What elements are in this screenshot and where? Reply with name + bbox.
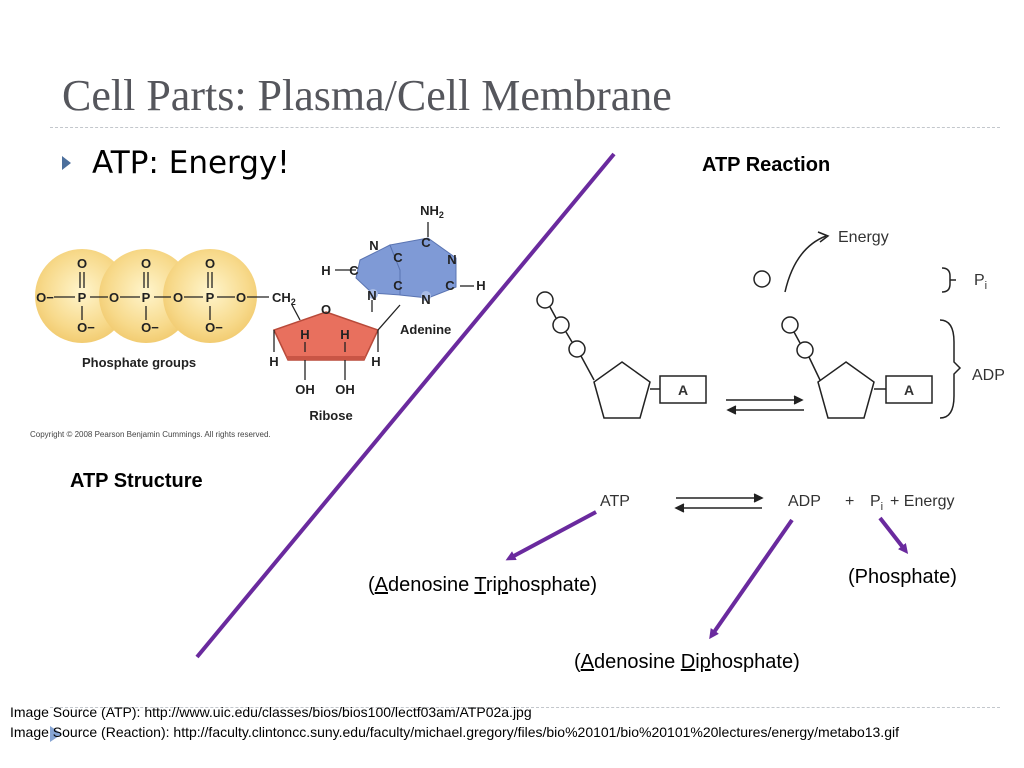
equation-atp: ATP: [600, 493, 630, 510]
phosphate-expansion: (Phosphate): [848, 566, 957, 588]
atp-structure-diagram: O O O O− P O P O P O O− O− O− Phosphate …: [30, 203, 486, 439]
atom-o: O: [109, 290, 119, 305]
atom-o-minus: O−: [141, 320, 159, 335]
atp-ribose-pentagon: [593, 361, 651, 419]
atom-c: C: [445, 278, 455, 293]
adp-adenine-box: [885, 375, 933, 404]
atom-h: H: [269, 354, 278, 369]
adenine-ring-6: [389, 237, 457, 299]
reaction-text-labels: Energy Pi ADP A A ATP ADP + Pi + Energy: [600, 229, 1005, 513]
reaction-image-source: Image Source (Reaction): http://faculty.…: [10, 724, 899, 740]
ribose-ring: [272, 311, 380, 361]
atom-c: C: [393, 250, 403, 265]
adp-expansion: (Adenosine Diphosphate): [574, 651, 800, 673]
adp-label: ADP: [972, 367, 1005, 384]
title-divider: [50, 127, 1000, 128]
atom-o: O: [173, 290, 183, 305]
atom-n: N: [369, 238, 378, 253]
equation-adp: ADP: [788, 493, 821, 510]
atom-o-minus: O−: [36, 290, 54, 305]
atom-c: C: [349, 263, 359, 278]
diagonal-divider: [195, 152, 616, 659]
atp-arrow: [505, 510, 597, 561]
equation-pi: Pi: [870, 493, 883, 513]
atom-o: O: [77, 256, 87, 271]
adp-brace: [939, 319, 962, 419]
atp-adenine-box: [659, 375, 707, 404]
atom-oh: OH: [335, 382, 355, 397]
atom-nh2: NH2: [420, 203, 444, 220]
atp-expansion: (Adenosine Triphosphate): [368, 574, 598, 596]
atom-c: C: [393, 278, 403, 293]
atom-p: P: [142, 290, 151, 305]
released-phosphate-circle: [753, 270, 771, 288]
energy-arrow-head: [817, 231, 830, 243]
atom-h: H: [321, 263, 330, 278]
atom-oh: OH: [295, 382, 315, 397]
atp-reaction-label: ATP Reaction: [702, 154, 831, 176]
adp-box-label: A: [904, 382, 914, 398]
footer-divider: [50, 707, 1000, 708]
atp-reaction-diagram: [536, 231, 962, 513]
equation-energy: + Energy: [890, 493, 954, 510]
atom-n: N: [447, 252, 456, 267]
phosphate-arrow: [878, 516, 909, 554]
bullet-arrow-icon: [62, 156, 71, 170]
copyright-notice: Copyright © 2008 Pearson Benjamin Cummin…: [30, 430, 271, 439]
atom-c: C: [421, 235, 431, 250]
atom-p: P: [206, 290, 215, 305]
atom-h: H: [340, 327, 349, 342]
atom-o-minus: O−: [77, 320, 95, 335]
atom-o-minus: O−: [205, 320, 223, 335]
ribose-label: Ribose: [309, 408, 352, 423]
adp-arrow: [709, 518, 794, 640]
atom-o: O: [141, 256, 151, 271]
slide-title: Cell Parts: Plasma/Cell Membrane: [62, 71, 672, 120]
atp-structure-label: ATP Structure: [70, 470, 203, 492]
atom-ch2: CH2: [272, 290, 296, 307]
atp-box-label: A: [678, 382, 688, 398]
atom-n: N: [421, 292, 430, 307]
play-icon: [50, 726, 62, 742]
phosphate-groups-label: Phosphate groups: [82, 355, 196, 370]
phosphate-circle-3: [163, 249, 257, 343]
atom-h: H: [300, 327, 309, 342]
adp-ribose-pentagon: [817, 361, 875, 419]
pi-brace: [941, 267, 956, 293]
adenine-label: Adenine: [400, 322, 451, 337]
energy-label: Energy: [838, 229, 889, 246]
atom-o: O: [205, 256, 215, 271]
atom-h: H: [371, 354, 380, 369]
bullet-text: ATP: Energy!: [92, 145, 290, 181]
atom-o: O: [236, 290, 246, 305]
atom-p: P: [78, 290, 87, 305]
atom-o: O: [321, 302, 331, 317]
equation-plus: +: [845, 493, 854, 510]
energy-arc: [784, 235, 827, 293]
atom-n: N: [367, 288, 376, 303]
pi-label: Pi: [974, 272, 987, 292]
atom-h: H: [476, 278, 485, 293]
atp-image-source: Image Source (ATP): http://www.uic.edu/c…: [10, 704, 532, 720]
